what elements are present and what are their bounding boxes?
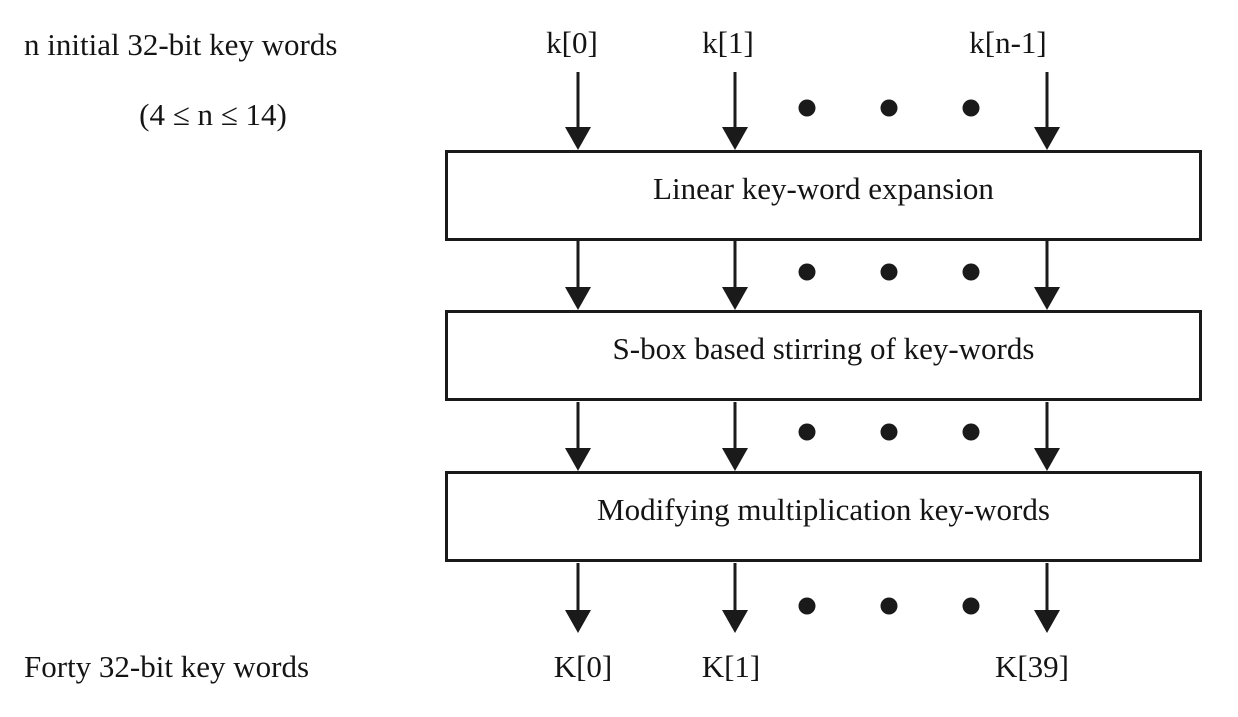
arrow-shaft (1045, 563, 1049, 615)
down-arrow (565, 402, 591, 471)
arrow-shaft (576, 72, 580, 132)
ellipsis-dot (798, 423, 816, 441)
arrowhead-icon (1034, 127, 1060, 150)
arrowhead-icon (565, 127, 591, 150)
ellipsis-dot (880, 597, 898, 615)
down-arrow (565, 240, 591, 310)
input-words-label: n initial 32-bit key words (24, 27, 338, 62)
down-arrow (722, 240, 748, 310)
arrow-shaft (576, 563, 580, 615)
down-arrow (565, 72, 591, 150)
input-label-kn1: k[n-1] (969, 25, 1047, 60)
arrowhead-icon (722, 448, 748, 471)
down-arrow (1034, 240, 1060, 310)
arrowhead-icon (565, 448, 591, 471)
output-words-label: Forty 32-bit key words (24, 649, 310, 684)
arrow-shaft (1045, 402, 1049, 453)
ellipsis-dot (798, 263, 816, 281)
arrowhead-icon (1034, 610, 1060, 633)
stage-box-linear-expansion: Linear key-word expansion (445, 150, 1202, 241)
input-label-k0: k[0] (546, 25, 598, 60)
arrowhead-icon (1034, 448, 1060, 471)
ellipsis-dot (880, 423, 898, 441)
stage-box-multiplication-modify: Modifying multiplication key-words (445, 471, 1202, 562)
arrowhead-icon (565, 287, 591, 310)
arrow-shaft (733, 563, 737, 615)
input-label-k1: k[1] (702, 25, 754, 60)
down-arrow (1034, 563, 1060, 633)
output-label-K39: K[39] (994, 649, 1070, 684)
ellipsis-dot (962, 99, 980, 117)
arrowhead-icon (565, 610, 591, 633)
arrow-shaft (733, 72, 737, 132)
ellipsis-dot (962, 423, 980, 441)
arrowhead-icon (722, 287, 748, 310)
arrow-shaft (576, 402, 580, 453)
input-constraint-label: (4 ≤ n ≤ 14) (139, 97, 287, 132)
stage-label: Modifying multiplication key-words (597, 491, 1050, 527)
down-arrow (1034, 402, 1060, 471)
arrow-shaft (733, 240, 737, 292)
down-arrow (722, 72, 748, 150)
arrow-shaft (1045, 240, 1049, 292)
ellipsis-dot (962, 597, 980, 615)
ellipsis-dot (880, 263, 898, 281)
ellipsis-dot (798, 597, 816, 615)
down-arrow (722, 563, 748, 633)
arrow-shaft (576, 240, 580, 292)
down-arrow (565, 563, 591, 633)
arrow-shaft (1045, 72, 1049, 132)
ellipsis-dot (798, 99, 816, 117)
arrow-shaft (733, 402, 737, 453)
down-arrow (1034, 72, 1060, 150)
output-label-K1: K[1] (701, 649, 761, 684)
ellipsis-dot (962, 263, 980, 281)
arrowhead-icon (722, 127, 748, 150)
ellipsis-dot (880, 99, 898, 117)
arrowhead-icon (1034, 287, 1060, 310)
output-label-K0: K[0] (553, 649, 613, 684)
stage-box-sbox-stirring: S-box based stirring of key-words (445, 310, 1202, 401)
stage-label: Linear key-word expansion (653, 170, 994, 206)
arrowhead-icon (722, 610, 748, 633)
stage-label: S-box based stirring of key-words (612, 330, 1035, 366)
down-arrow (722, 402, 748, 471)
